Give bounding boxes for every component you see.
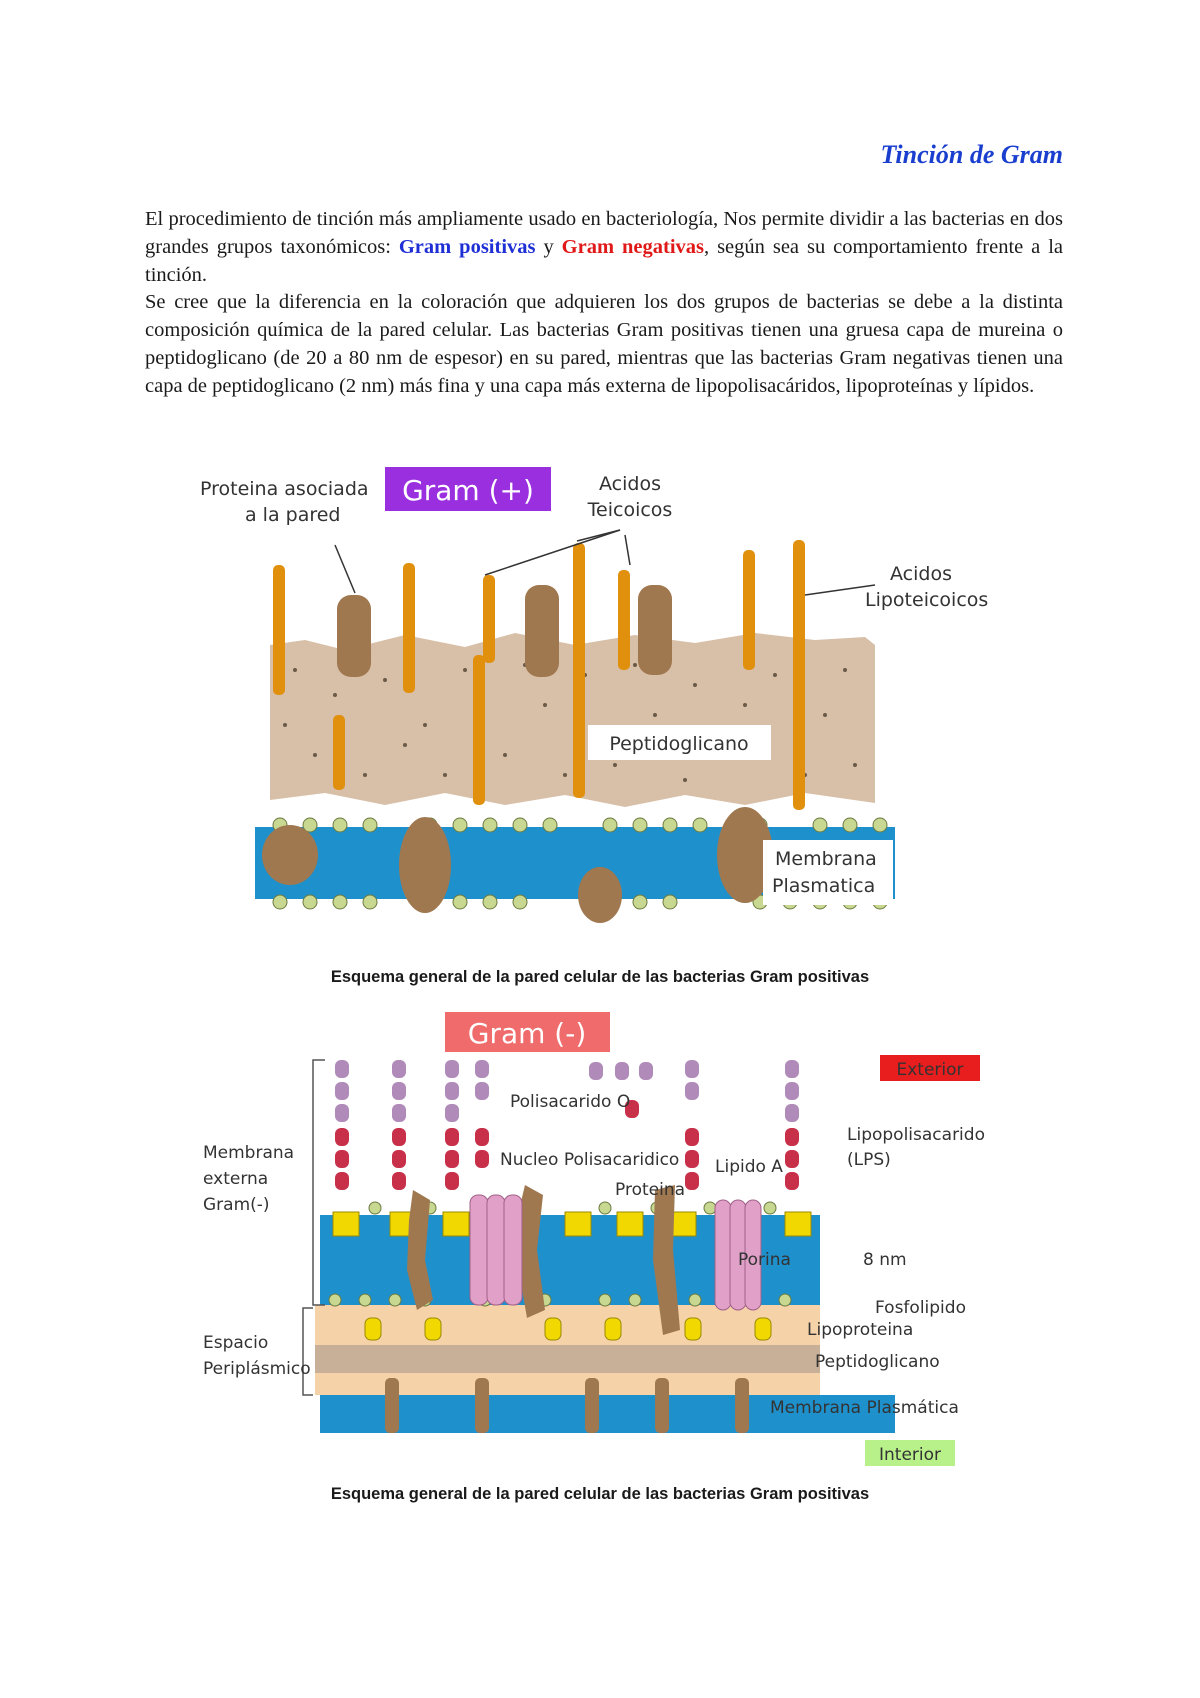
page-title: Tinción de Gram [880,140,1063,169]
label-lipoproteina: Lipoproteina [807,1320,913,1340]
label-espacio-line2: Periplásmico [203,1359,311,1379]
label-lipoteichoic-line2: Lipoteicoicos [865,589,988,611]
label-lipoteichoic-line1: Acidos [890,563,952,585]
label-fosfolipido: Fosfolipido [875,1298,966,1318]
gram-positive-svg: Gram (+) Proteina asociada a la pared Ac… [200,467,988,923]
label-lps-line2: (LPS) [847,1150,891,1170]
periplasm-lower [315,1373,820,1395]
lipido-label-box [705,1153,785,1177]
label-proteina: Proteina [615,1180,685,1200]
plasma-membrane-proteins [385,1378,749,1433]
teichoic-acid-rods [273,540,805,810]
intro-text-end: , según sea su comportamiento frente a l… [145,236,1064,286]
intro-text-middle: y [535,236,562,258]
gram-negative-badge [445,1012,610,1052]
label-membrana-ext-line3: Gram(-) [203,1195,270,1215]
membrane-label-box [763,840,893,905]
gram-positive-badge-text: Gram (+) [402,474,534,507]
label-protein-line2: a la pared [245,504,341,526]
outer-membrane-bracket [302,1059,325,1396]
label-nucleo: Nucleo Polisacaridico [500,1150,679,1170]
gram-negative-svg: Gram (-) Exterior Interior Polisacarido … [203,1012,985,1466]
gram-positive-term: Gram positivas [398,236,536,258]
label-peptidoglicano: Peptidoglicano [815,1352,940,1372]
label-interior: Interior [879,1445,941,1465]
label-membrane-line2: Plasmatica [772,875,875,897]
label-membrana-ext-line2: externa [203,1169,268,1189]
label-protein-line1: Proteina asociada [200,478,369,500]
explanation-paragraph: Se cree que la diferencia en la coloraci… [145,291,1063,397]
label-membrane-line1: Membrana [775,848,877,870]
leader-lines [334,529,876,596]
label-lipido: Lipido A [715,1157,783,1177]
interior-badge [865,1440,955,1466]
gram-positive-badge [385,467,551,511]
lipoproteins [364,1317,772,1341]
figure1-caption: Esquema general de la pared celular de l… [330,968,870,986]
plasma-membrane [320,1395,895,1433]
label-membrana-plasmatica: Membrana Plasmática [770,1398,959,1418]
label-exterior: Exterior [896,1060,963,1080]
intro-text-start: El procedimiento de tinción más ampliame… [145,208,1063,258]
label-polisacarido: Polisacarido O [510,1092,630,1112]
membrane-proteins [262,807,773,923]
gram-negative-diagram: Gram (-) Exterior Interior Polisacarido … [185,1000,1025,1474]
gram-positive-diagram: Gram (+) Proteina asociada a la pared Ac… [185,455,1025,964]
label-membrana-ext-line1: Membrana [203,1143,294,1163]
figure2-caption: Esquema general de la pared celular de l… [330,1485,870,1503]
label-teichoic-line2: Teicoicos [587,499,673,521]
wall-proteins [337,585,672,677]
label-peptidoglycan: Peptidoglicano [609,733,748,755]
exterior-badge [880,1055,980,1081]
peptidoglycan-texture [283,663,857,782]
label-espacio-line1: Espacio [203,1333,268,1353]
peptidoglycan-band [315,1345,820,1373]
outer-membrane-proteins [407,1185,680,1335]
label-teichoic-line1: Acidos [599,473,661,495]
porin-proteins [469,1194,762,1311]
gram-negative-badge-text: Gram (-) [468,1017,587,1050]
label-8nm: 8 nm [863,1250,907,1270]
gram-negative-term: Gram negativas [561,236,704,258]
peptidoglycan-layer [270,633,875,807]
lps-chains [335,1060,799,1190]
peptidoglycan-label-box [588,725,771,760]
intro-paragraph: El procedimiento de tinción más ampliame… [145,205,1063,289]
label-porina: Porina [738,1250,791,1270]
periplasm-upper [315,1305,820,1345]
label-lps-line1: Lipopolisacarido [847,1125,985,1145]
